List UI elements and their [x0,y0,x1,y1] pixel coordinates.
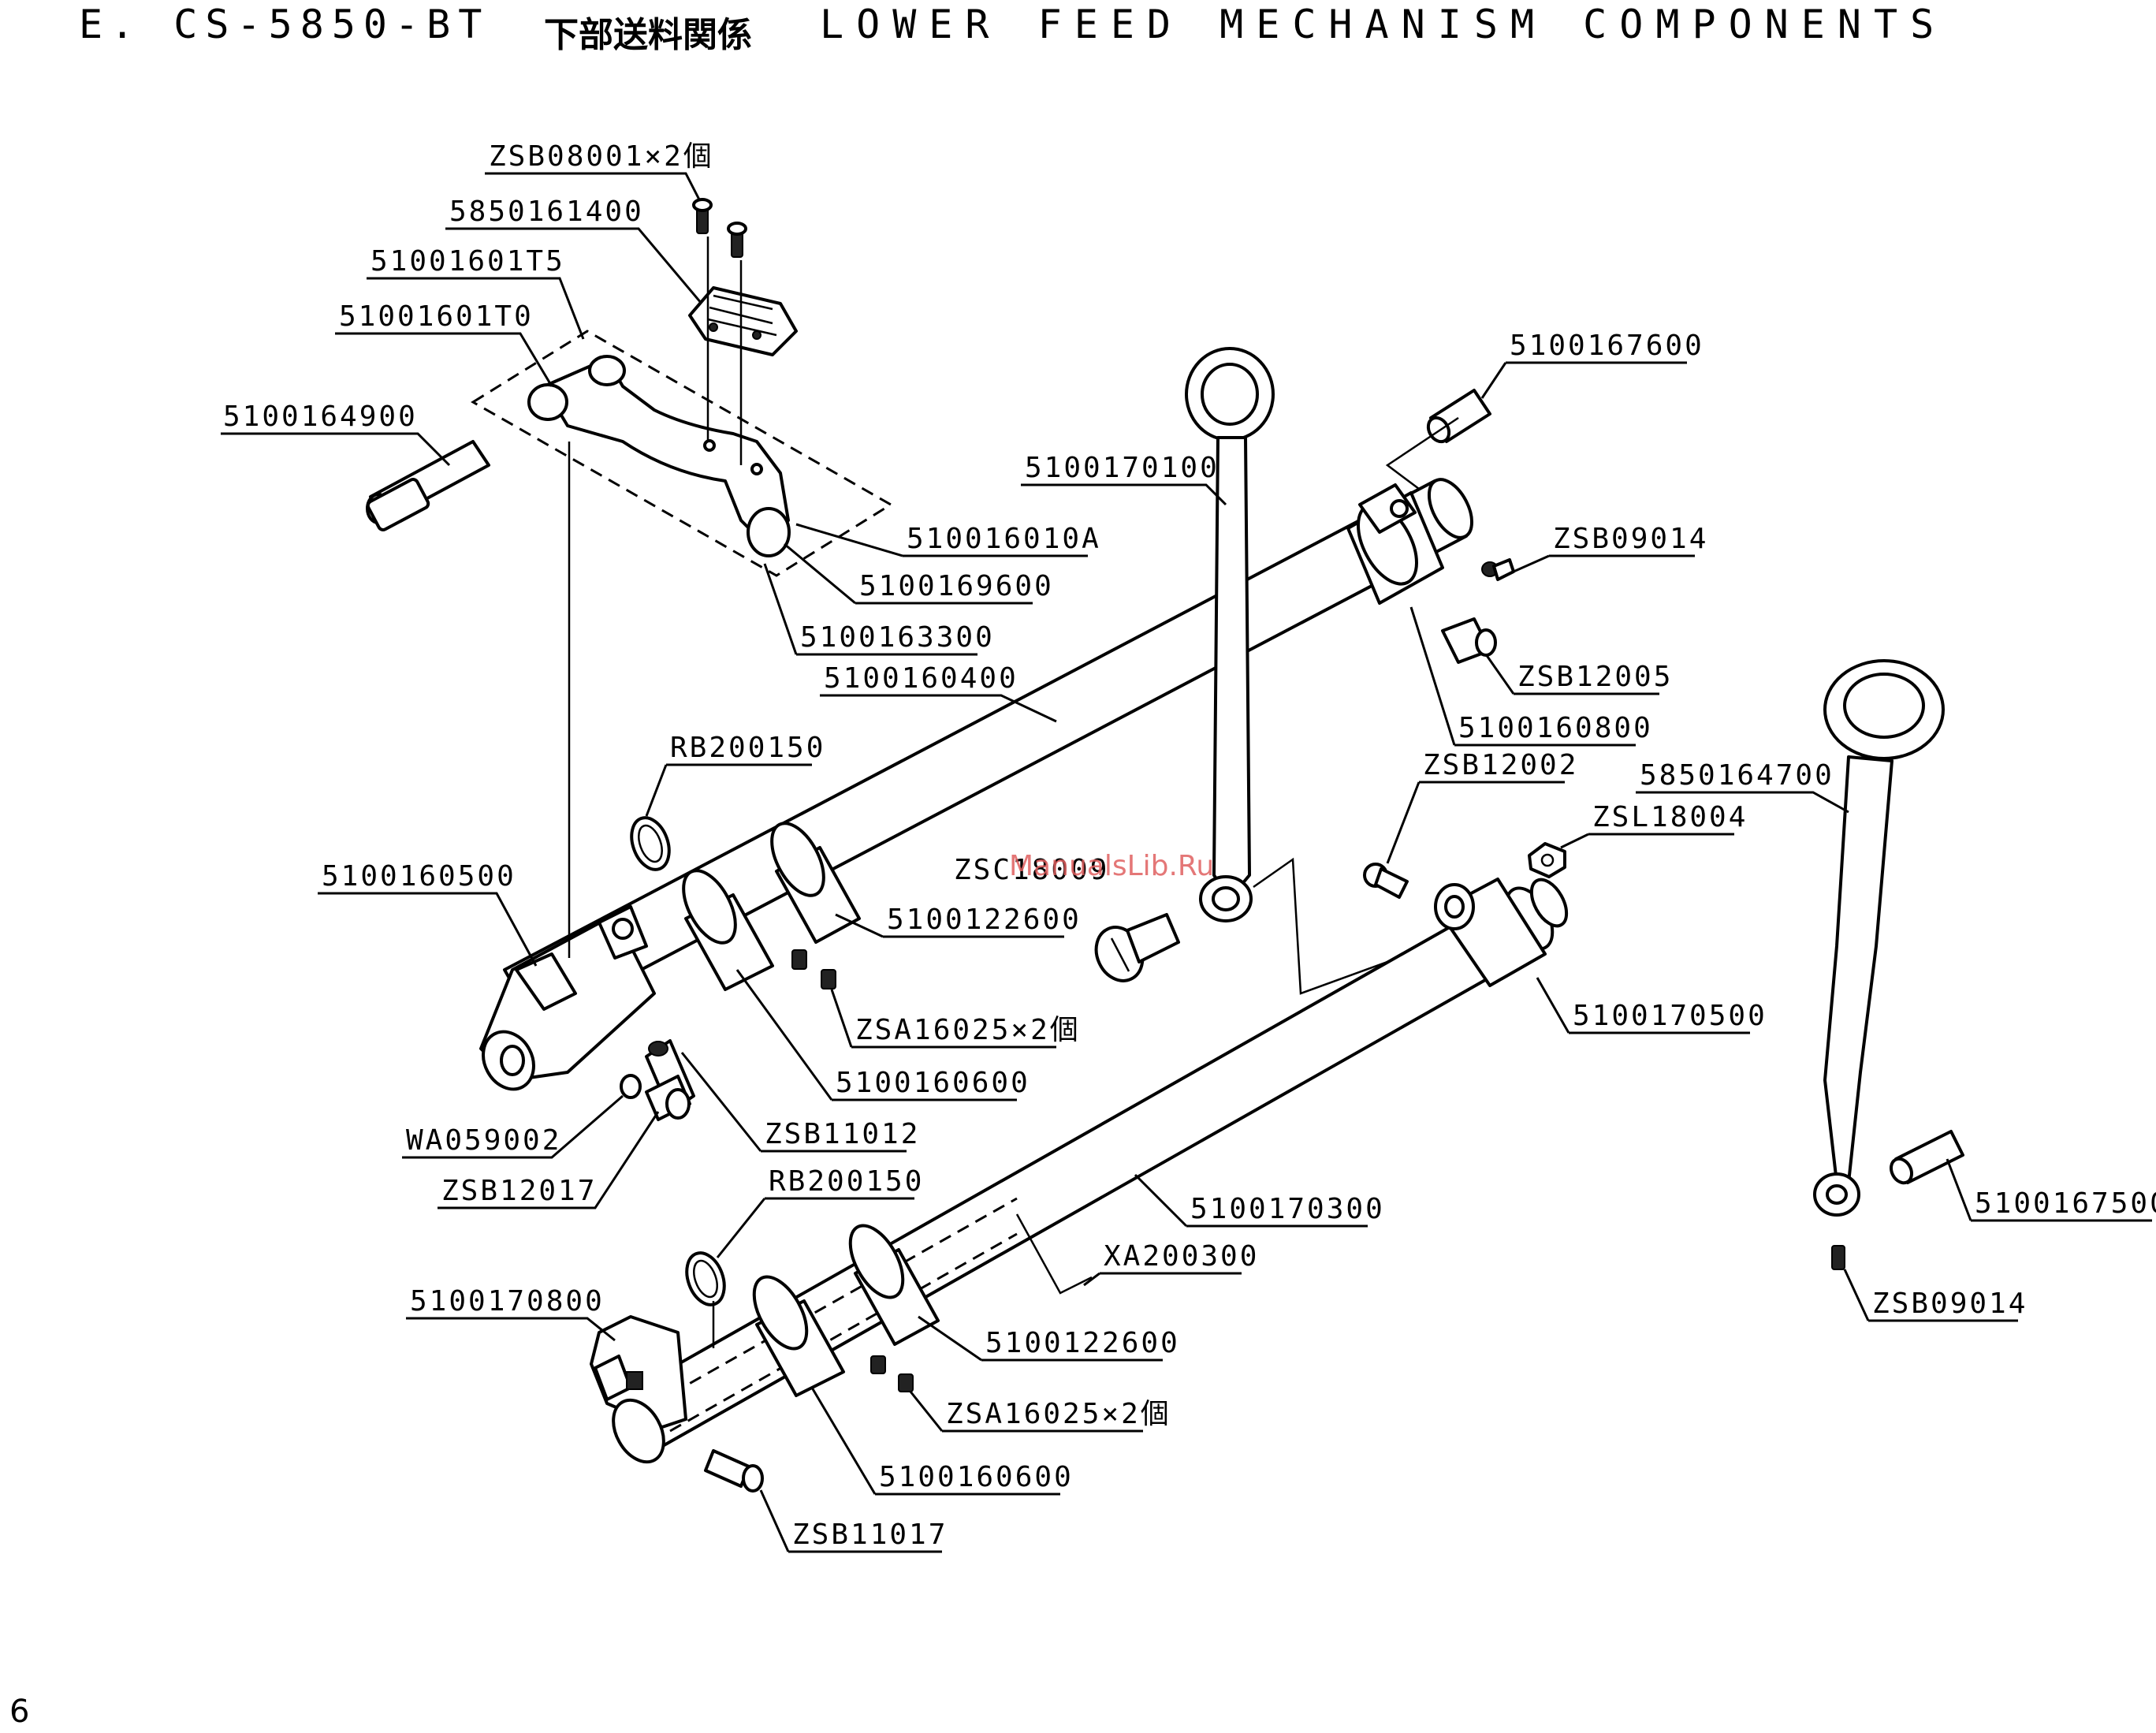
label-zsb12002: ZSB12002 [1423,749,1578,781]
upper-pin [1426,389,1491,444]
label-5100164900: 5100164900 [223,401,418,433]
upper-right-screws [1441,558,1515,664]
feed-bar-assembly [471,330,893,577]
page-number: 6 [9,1694,30,1730]
label-51001601t0: 51001601T0 [339,300,534,333]
title-japanese: 下部送料関係 [544,15,752,55]
label-zsb11017: ZSB11017 [792,1519,948,1551]
label-5100169600: 5100169600 [859,570,1054,602]
title-english: LOWER FEED MECHANISM COMPONENTS [820,2,1947,47]
label-5100160400: 5100160400 [824,662,1018,695]
label-zsa16025-bot: ZSA16025×2個 [946,1398,1171,1430]
label-zsc: ZSC18009 [954,854,1109,886]
label-5100170500: 5100170500 [1573,1000,1767,1032]
label-zsb12005: ZSB12005 [1517,661,1673,693]
label-5100163300: 5100163300 [800,621,995,654]
label-5100160600-bot: 5100160600 [879,1461,1074,1493]
label-5850164700: 5850164700 [1640,759,1834,792]
label-rb200150-bot: RB200150 [769,1165,924,1198]
label-5850161400: 5850161400 [449,196,644,228]
lower-crank [590,1315,687,1464]
lower-retaining-ring [685,1251,726,1306]
watermark: ManualsLib.Ru [1009,850,1215,882]
label-zsb08001: ZSB08001×2個 [489,140,714,173]
label-xa200300: XA200300 [1104,1240,1259,1273]
label-zsb11012: ZSB11012 [765,1118,920,1150]
part-labels: ZSB08001×2個 5850161400 51001601T5 510016… [223,140,2156,1551]
upper-retaining-ring [630,816,671,871]
upper-bushings [682,822,861,991]
feed-dog [688,286,798,356]
label-zsl18004: ZSL18004 [1592,801,1748,833]
feed-rod-right [1813,659,1945,1217]
label-zsb09014-bot: ZSB09014 [1872,1288,2028,1320]
label-5100160600-top: 5100160600 [836,1067,1030,1099]
connecting-rod [1185,347,1275,922]
label-5100170800: 5100170800 [410,1285,605,1317]
upper-shaft-collar [1346,483,1444,605]
label-5100170300: 5100170300 [1190,1193,1385,1225]
label-zsb12017: ZSB12017 [441,1175,597,1207]
label-510016010a: 510016010A [907,523,1101,555]
lower-shaft-arm [1434,878,1569,987]
label-5100160500: 5100160500 [322,860,516,893]
leader-lines [221,172,2152,1553]
label-5100122600-bot: 5100122600 [985,1327,1180,1359]
label-5100167600: 5100167600 [1510,330,1704,362]
lower-pin [1890,1130,1964,1185]
feed-dog-screws [692,198,747,258]
shoulder-screw [1094,913,1180,982]
model-code: E. CS-5850-BT [79,2,490,47]
label-wa059002: WA059002 [406,1124,561,1157]
upper-crank [479,905,656,1091]
label-5100167500: 5100167500 [1975,1187,2156,1220]
lower-bushings [752,1224,940,1397]
label-5100170100: 5100170100 [1025,452,1219,484]
label-51001601t5: 51001601T5 [371,245,565,278]
label-zsa16025-top: ZSA16025×2個 [855,1014,1081,1046]
lower-right-fasteners [1363,842,1566,899]
label-5100160800: 5100160800 [1458,712,1653,744]
label-rb200150-top: RB200150 [670,732,825,764]
lower-crank-screw [704,1449,764,1493]
feed-bar-pin [366,440,490,531]
upper-crank-screws [620,949,836,1121]
label-zsb09014-top: ZSB09014 [1553,523,1708,555]
rod-set-screw [1831,1245,1845,1270]
label-5100122600-top: 5100122600 [887,904,1082,936]
